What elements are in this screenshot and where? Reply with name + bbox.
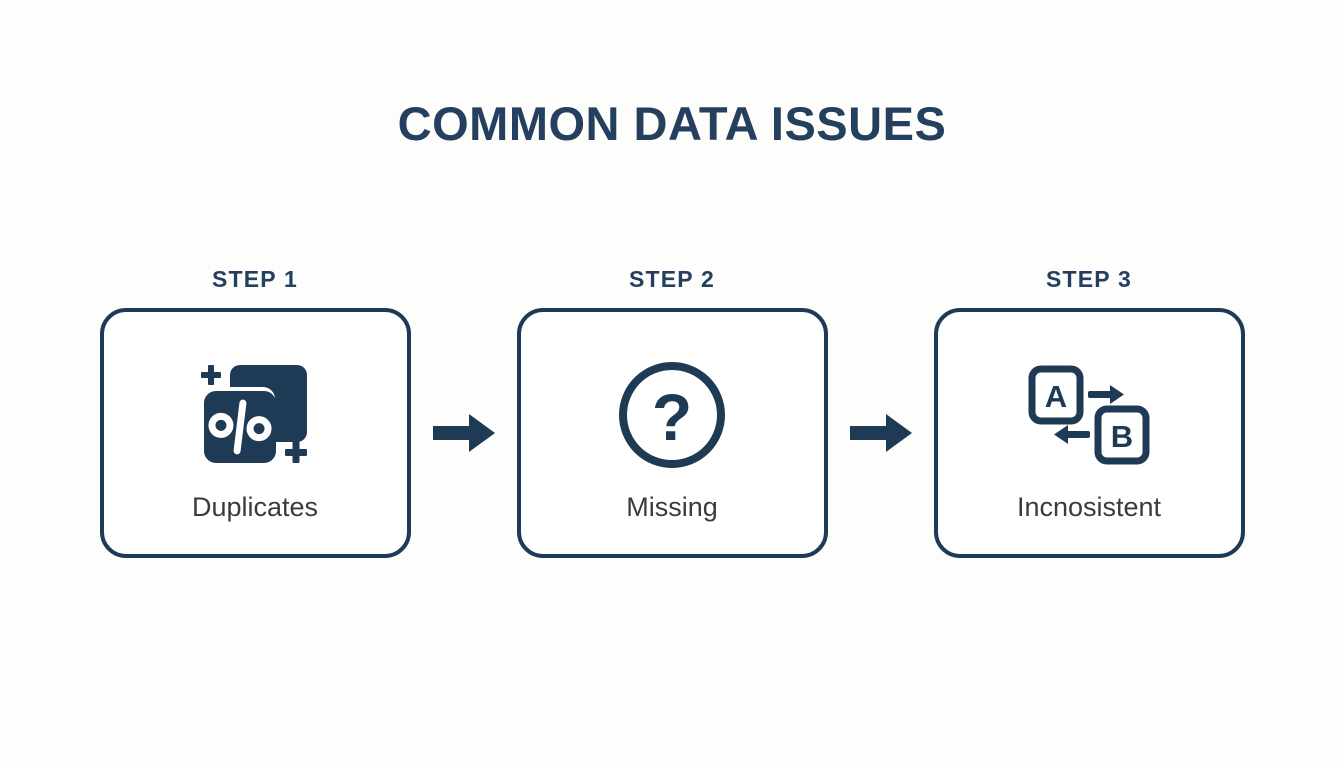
page-title: COMMON DATA ISSUES [397,97,947,150]
a-b-swap-arrows-icon: A B [1026,350,1152,480]
step-label-3: STEP 3 [1045,266,1133,292]
arrow-right-icon [848,408,914,458]
card-label-3: Incnosistent [1016,491,1162,522]
connector-2 [828,308,934,558]
arrow-right-icon [431,408,497,458]
step-column-2: STEP 2 ? Missing [516,266,828,558]
step-card-2[interactable]: ? Missing [516,308,828,558]
box-b-letter: B [1111,419,1133,454]
step-card-3[interactable]: A B [933,308,1245,558]
card-label-2: Missing [626,491,718,522]
question-mark-glyph: ? [652,380,692,454]
connector-1 [411,308,517,558]
step-column-1: STEP 1 [99,266,411,558]
card-label-1: Duplicates [191,491,319,522]
step-column-3: STEP 3 A B [933,266,1245,558]
steps-flow: STEP 1 [0,268,1344,558]
step-card-1[interactable]: Duplicates [99,308,411,558]
box-a-letter: A [1045,379,1067,414]
step-label-2: STEP 2 [628,266,716,292]
duplicate-layers-icon [193,350,317,480]
step-label-1: STEP 1 [211,266,299,292]
question-mark-circle-icon: ? [616,350,728,480]
